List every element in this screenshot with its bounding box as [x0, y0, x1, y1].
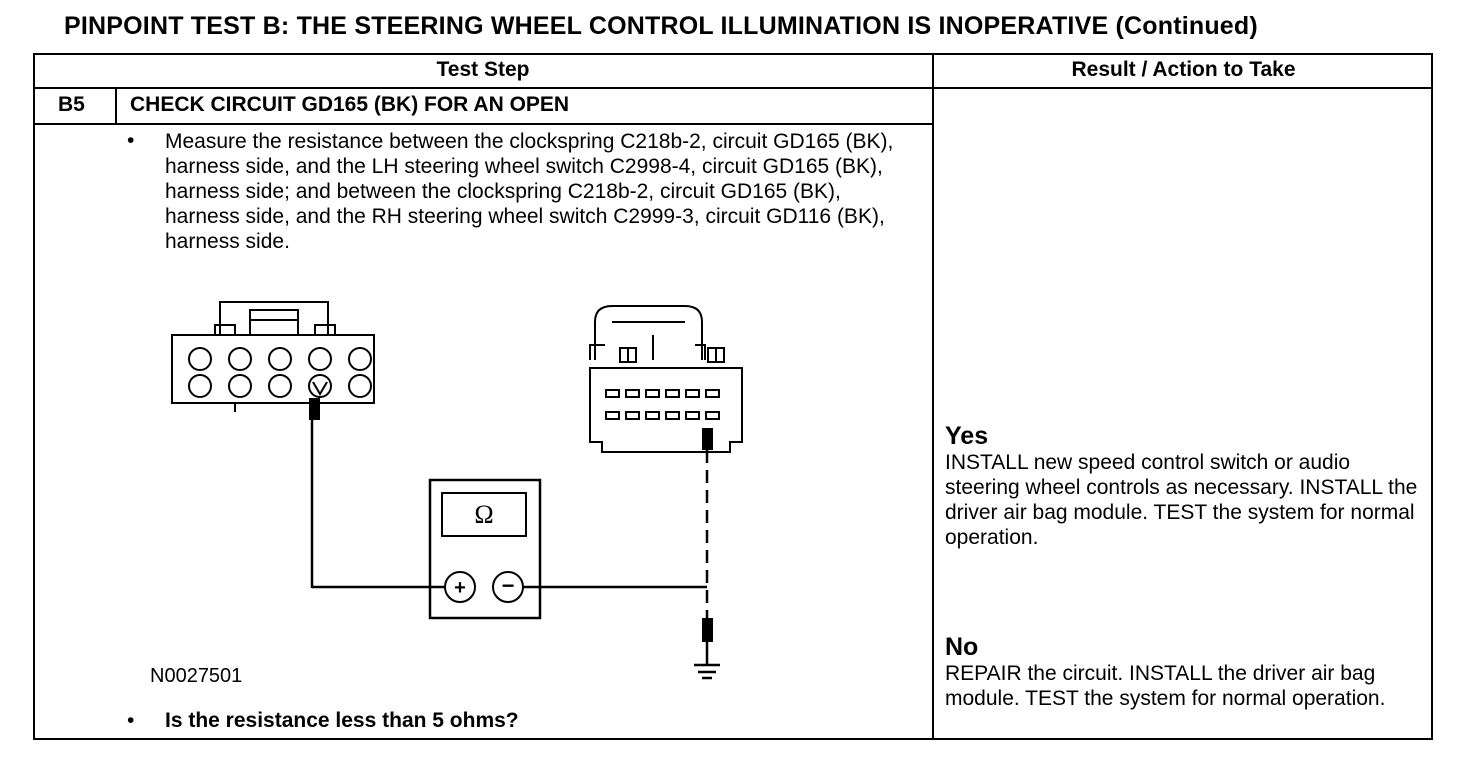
ohm-symbol: Ω: [474, 500, 493, 529]
lh-probe: [309, 381, 328, 588]
step-title: CHECK CIRCUIT GD165 (BK) FOR AN OPEN: [130, 93, 570, 116]
ground-icon: [694, 663, 720, 680]
rh-switch-connector-c2999: [589, 305, 743, 453]
column-header-result: Result / Action to Take: [1071, 58, 1296, 81]
ohmmeter: [312, 478, 707, 620]
result-no-heading: No: [945, 633, 979, 661]
lh-switch-connector-c2998: [171, 301, 375, 412]
step-instruction: Measure the resistance between the clock…: [165, 130, 894, 253]
header-row-divider: [33, 87, 1433, 89]
plus-terminal-label: +: [454, 577, 466, 599]
rh-probe: [702, 428, 713, 665]
step-title-row-divider: [33, 123, 933, 125]
result-no-action: REPAIR the circuit. INSTALL the driver a…: [945, 662, 1386, 710]
step-id: B5: [58, 93, 85, 116]
step-question: Is the resistance less than 5 ohms?: [165, 709, 519, 732]
bullet-marker: •: [127, 709, 135, 732]
bullet-marker: •: [127, 129, 135, 152]
wiring-diagram: Ω + −: [171, 301, 743, 680]
step-id-divider: [115, 87, 117, 124]
column-header-test-step: Test Step: [436, 58, 530, 81]
result-yes-action: INSTALL new speed control switch or audi…: [945, 451, 1418, 549]
result-yes-heading: Yes: [945, 422, 989, 450]
page-title: PINPOINT TEST B: THE STEERING WHEEL CONT…: [64, 12, 1258, 40]
column-divider: [932, 53, 934, 740]
figure-id: N0027501: [150, 665, 243, 687]
minus-terminal-label: −: [502, 573, 515, 598]
pinpoint-test-table: [33, 53, 1433, 740]
